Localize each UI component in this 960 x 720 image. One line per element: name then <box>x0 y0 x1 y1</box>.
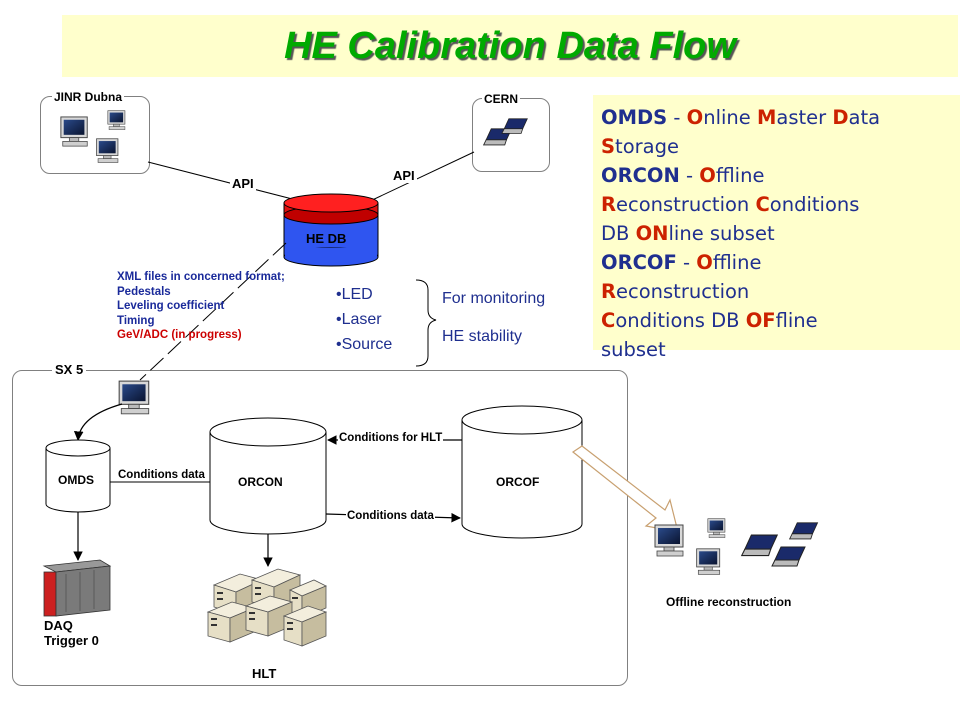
calibration-sources-list: •LED •Laser •Source <box>336 282 392 357</box>
legend-box <box>593 95 960 350</box>
xml-transfer-line <box>139 242 287 381</box>
sx5-label: SX 5 <box>52 362 87 377</box>
jinr-computer-icon <box>60 116 88 147</box>
api-label-right: API <box>391 168 417 183</box>
monitoring-line-1: For monitoring <box>442 290 546 307</box>
daq-rack-icon <box>42 559 112 617</box>
offline-flow-arrow <box>571 445 679 533</box>
page-title: HE Calibration Data Flow <box>284 25 736 67</box>
cern-laptop-icon-2 <box>501 118 528 134</box>
offline-computer-icon-2 <box>707 518 726 538</box>
bullet-item: •Source <box>336 336 393 353</box>
offline-computer-icon <box>654 524 684 557</box>
omds-label: OMDS <box>58 473 94 487</box>
cern-box <box>472 98 550 172</box>
arrow-to-omds <box>73 403 123 441</box>
offline-laptop-icon-3 <box>771 546 806 567</box>
hlt-label: HLT <box>252 666 277 681</box>
daq-label: DAQ Trigger 0 <box>44 618 99 648</box>
api-link-left <box>147 161 305 203</box>
jinr-computer-icon-3 <box>96 138 119 163</box>
orcon-cylinder <box>209 417 327 535</box>
api-link-right <box>367 151 475 203</box>
offline-laptop-icon <box>741 534 778 557</box>
bullet-item: •LED <box>336 286 373 303</box>
bullet-item: •Laser <box>336 311 382 328</box>
sx5-computer-icon <box>118 380 150 415</box>
xml-file-list: XML files in concerned format; Pedestals… <box>117 271 285 341</box>
jinr-dubna-label: JINR Dubna <box>52 90 125 104</box>
he-db-label: HE DB <box>306 231 347 246</box>
offline-computer-icon-3 <box>696 548 721 575</box>
monitoring-line-2: HE stability <box>442 328 523 345</box>
jinr-computer-icon-2 <box>107 110 126 130</box>
orcon-label: ORCON <box>238 475 283 489</box>
title-banner: HE Calibration Data Flow <box>62 15 958 77</box>
orcof-label: ORCOF <box>496 475 540 489</box>
offline-reconstruction-label: Offline reconstruction <box>666 595 792 609</box>
offline-laptop-icon-2 <box>789 522 818 540</box>
orcof-cylinder <box>461 405 583 539</box>
conditions-data-label-orcof: Conditions data <box>346 510 435 522</box>
conditions-for-hlt-label: Conditions for HLT <box>338 432 444 444</box>
he-db-cylinder <box>283 193 379 267</box>
hlt-servers-icon <box>206 568 328 647</box>
api-label-left: API <box>230 176 256 191</box>
cern-label: CERN <box>482 92 521 106</box>
bullets-brace <box>415 279 437 367</box>
jinr-dubna-box <box>40 96 150 174</box>
conditions-data-label-omds: Conditions data <box>118 469 205 481</box>
